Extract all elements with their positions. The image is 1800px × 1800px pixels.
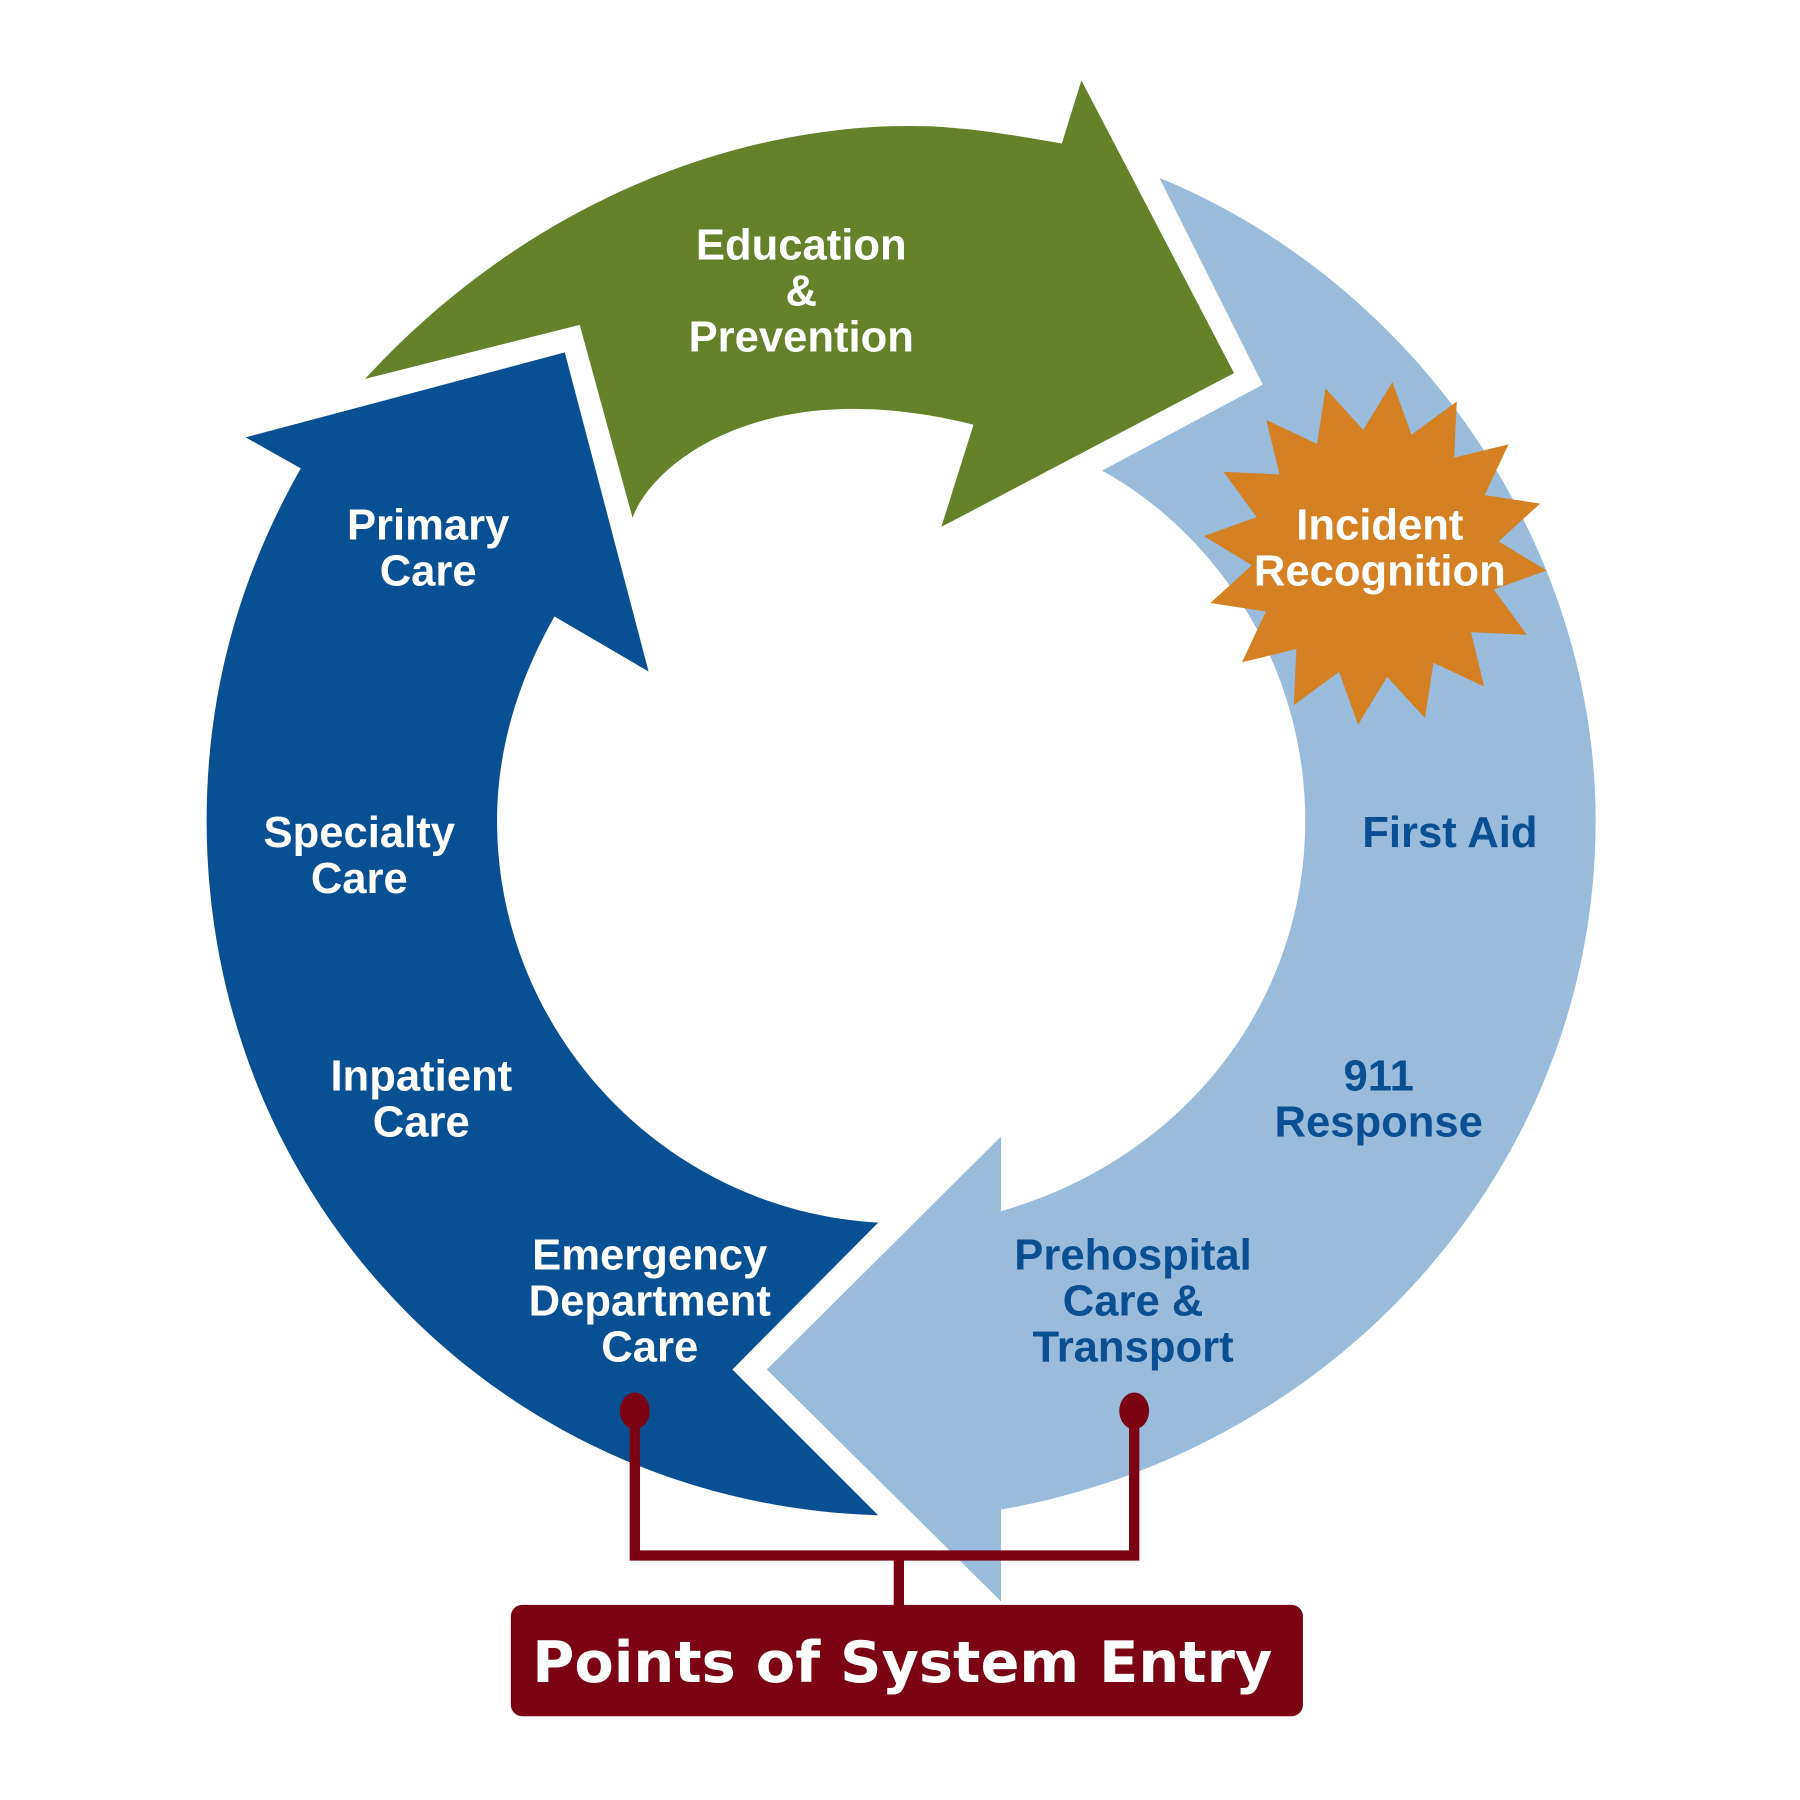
- response-911-label-line2: Response: [1274, 1098, 1482, 1146]
- entry-point-dot-prehospital: [1119, 1392, 1150, 1430]
- entry-label-box: [510, 1604, 1303, 1717]
- entry-connector: [629, 1414, 1140, 1608]
- care-arrow: [206, 352, 879, 1516]
- education-label-line2: &: [786, 267, 818, 315]
- entry-point-dot-emergency: [619, 1392, 650, 1430]
- entry-connector-line: [629, 1414, 1140, 1561]
- prehospital-label-line3: Transport: [1032, 1323, 1233, 1371]
- emergency-label-line3: Care: [601, 1323, 698, 1371]
- education-arrow: [365, 80, 1235, 527]
- education-label-line1: Education: [696, 221, 907, 269]
- prehospital-label-line1: Prehospital: [1014, 1232, 1252, 1280]
- entry-label-text: Points of System Entry: [532, 1629, 1272, 1696]
- inpatient-label-line1: Inpatient: [330, 1053, 512, 1101]
- emergency-label-line1: Emergency: [532, 1232, 768, 1280]
- first-aid-label: First Aid: [1362, 809, 1537, 857]
- specialty-label-line2: Care: [311, 855, 408, 903]
- inpatient-label-line2: Care: [373, 1098, 470, 1146]
- emergency-label-line2: Department: [529, 1278, 771, 1326]
- specialty-label-line1: Specialty: [264, 809, 456, 857]
- primary-label-line2: Care: [380, 547, 477, 595]
- primary-label-line1: Primary: [347, 502, 510, 550]
- incident-starburst: [1203, 381, 1547, 725]
- response-911-label-line1: 911: [1344, 1053, 1414, 1101]
- prehospital-label-line2: Care &: [1063, 1278, 1204, 1326]
- incident-label-line2: Recognition: [1254, 547, 1506, 595]
- education-label-line3: Prevention: [689, 313, 914, 361]
- incident-label-line1: Incident: [1296, 502, 1463, 550]
